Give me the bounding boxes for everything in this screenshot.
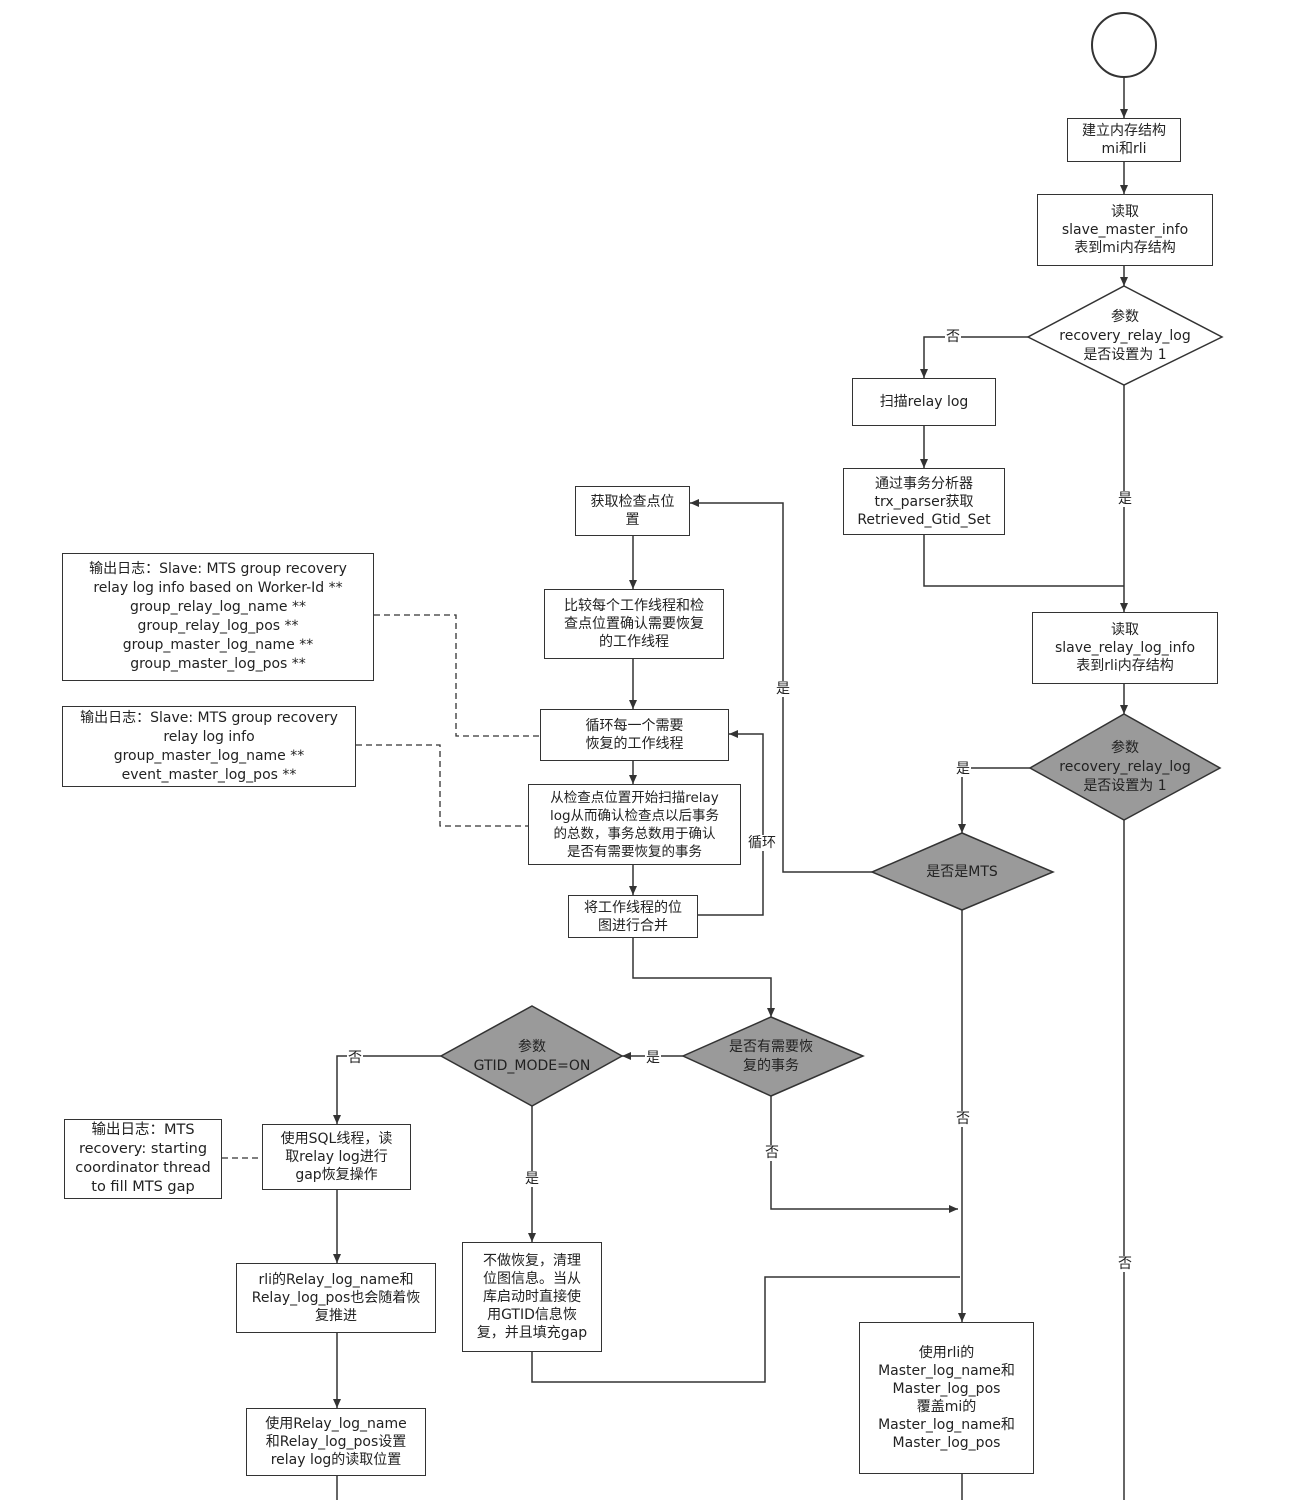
- decision-recovery-2: 参数 recovery_relay_log 是否设置为 1: [1040, 730, 1210, 804]
- box-loop-workers-text: 循环每一个需要 恢复的工作线程: [585, 718, 684, 752]
- decision-need-recover-shape: [681, 1016, 865, 1097]
- decision-recovery-1-text: 参数 recovery_relay_log 是否设置为 1: [1059, 308, 1191, 363]
- label-no-mts: 否: [955, 1111, 971, 1127]
- note-log-1: 输出日志：Slave: MTS group recovery relay log…: [62, 553, 374, 681]
- box-use-sql-thread: 使用SQL线程，读 取relay log进行 gap恢复操作: [262, 1124, 411, 1190]
- decision-need-recover: 是否有需要恢 复的事务: [700, 1036, 842, 1078]
- box-read-master-info-text: 读取 slave_master_info 表到mi内存结构: [1061, 204, 1189, 256]
- box-trx-parser: 通过事务分析器 trx_parser获取 Retrieved_Gtid_Set: [843, 468, 1005, 535]
- box-no-recovery-text: 不做恢复，清理 位图信息。当从 库启动时直接使 用GTID信息恢 复，并且填充g…: [476, 1253, 588, 1341]
- label-no-recovery-2: 否: [1117, 1256, 1133, 1272]
- decision-need-recover-text: 是否有需要恢 复的事务: [729, 1039, 813, 1074]
- box-rli-advance: rli的Relay_log_name和 Relay_log_pos也会随着恢 复…: [236, 1263, 436, 1333]
- label-yes-gtid: 是: [524, 1171, 540, 1187]
- box-set-read-pos: 使用Relay_log_name 和Relay_log_pos设置 relay …: [246, 1408, 426, 1476]
- box-build-mem-text: 建立内存结构 mi和rli: [1082, 123, 1166, 157]
- box-read-master-info: 读取 slave_master_info 表到mi内存结构: [1037, 194, 1213, 266]
- decision-recovery-1: 参数 recovery_relay_log 是否设置为 1: [1040, 300, 1210, 372]
- label-no-recovery-1: 否: [945, 329, 961, 345]
- label-yes-recovery-2: 是: [955, 761, 971, 777]
- box-build-mem: 建立内存结构 mi和rli: [1067, 118, 1181, 162]
- box-scan-from-checkpoint-text: 从检查点位置开始扫描relay log从而确认检查点以后事务 的总数，事务总数用…: [549, 789, 720, 860]
- note-log-3: 输出日志：MTS recovery: starting coordinator …: [64, 1119, 222, 1199]
- box-get-checkpoint: 获取检查点位 置: [575, 486, 690, 536]
- box-read-relay-log-info: 读取 slave_relay_log_info 表到rli内存结构: [1032, 612, 1218, 684]
- decision-is-mts-shape: [870, 832, 1055, 911]
- label-yes-mts: 是: [775, 681, 791, 697]
- decision-is-mts: 是否是MTS: [890, 860, 1034, 884]
- label-yes-need-recover: 是: [645, 1050, 661, 1066]
- box-loop-workers: 循环每一个需要 恢复的工作线程: [540, 709, 729, 761]
- box-scan-relay-log-text: 扫描relay log: [879, 394, 969, 410]
- decision-recovery-2-text: 参数 recovery_relay_log 是否设置为 1: [1059, 739, 1191, 794]
- decision-gtid-shape: [439, 1005, 624, 1107]
- note-log-3-text: 输出日志：MTS recovery: starting coordinator …: [75, 1122, 211, 1195]
- box-merge-bitmap: 将工作线程的位 图进行合并: [568, 895, 698, 938]
- box-get-checkpoint-text: 获取检查点位 置: [590, 494, 675, 528]
- decision-is-mts-text: 是否是MTS: [926, 863, 998, 880]
- decision-gtid: 参数 GTID_MODE=ON: [452, 1036, 612, 1078]
- box-overwrite-mi-text: 使用rli的 Master_log_name和 Master_log_pos 覆…: [878, 1345, 1015, 1451]
- box-set-read-pos-text: 使用Relay_log_name 和Relay_log_pos设置 relay …: [265, 1416, 407, 1468]
- box-scan-from-checkpoint: 从检查点位置开始扫描relay log从而确认检查点以后事务 的总数，事务总数用…: [528, 784, 741, 865]
- label-yes-recovery-1: 是: [1117, 491, 1133, 507]
- label-no-gtid: 否: [347, 1050, 363, 1066]
- start-node: [1091, 12, 1157, 78]
- note-log-1-text: 输出日志：Slave: MTS group recovery relay log…: [89, 561, 347, 672]
- decision-recovery-1-shape: [1026, 285, 1224, 386]
- box-no-recovery: 不做恢复，清理 位图信息。当从 库启动时直接使 用GTID信息恢 复，并且填充g…: [462, 1242, 602, 1352]
- box-compare-workers: 比较每个工作线程和检 查点位置确认需要恢复 的工作线程: [544, 589, 724, 659]
- box-compare-workers-text: 比较每个工作线程和检 查点位置确认需要恢复 的工作线程: [564, 598, 704, 650]
- decision-gtid-text: 参数 GTID_MODE=ON: [473, 1039, 591, 1074]
- note-log-2: 输出日志：Slave: MTS group recovery relay log…: [62, 706, 356, 787]
- label-no-need-recover: 否: [764, 1145, 780, 1161]
- note-log-2-text: 输出日志：Slave: MTS group recovery relay log…: [80, 709, 338, 783]
- box-trx-parser-text: 通过事务分析器 trx_parser获取 Retrieved_Gtid_Set: [857, 475, 991, 528]
- box-rli-advance-text: rli的Relay_log_name和 Relay_log_pos也会随着恢 复…: [251, 1272, 421, 1324]
- decision-recovery-2-shape: [1028, 713, 1222, 821]
- box-merge-bitmap-text: 将工作线程的位 图进行合并: [584, 899, 682, 934]
- box-overwrite-mi: 使用rli的 Master_log_name和 Master_log_pos 覆…: [859, 1322, 1034, 1474]
- box-read-relay-log-info-text: 读取 slave_relay_log_info 表到rli内存结构: [1054, 622, 1196, 674]
- box-scan-relay-log: 扫描relay log: [852, 378, 996, 426]
- label-loop: 循环: [747, 835, 777, 851]
- box-use-sql-thread-text: 使用SQL线程，读 取relay log进行 gap恢复操作: [280, 1131, 393, 1183]
